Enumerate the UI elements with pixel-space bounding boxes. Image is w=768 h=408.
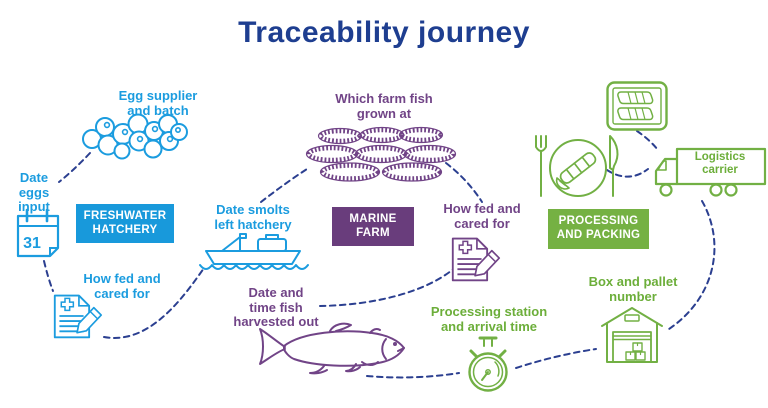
warehouse-icon bbox=[601, 307, 663, 363]
salmon-icon bbox=[259, 322, 405, 375]
plate-cutlery-icon bbox=[535, 135, 619, 197]
stopwatch-icon bbox=[468, 336, 508, 392]
record-document-icon bbox=[53, 294, 103, 339]
egg-cluster-icon bbox=[82, 113, 188, 160]
calendar-icon: 31 bbox=[16, 208, 60, 258]
record-document-icon bbox=[451, 237, 501, 282]
page-title: Traceability journey bbox=[238, 16, 530, 49]
boat-icon bbox=[199, 233, 309, 270]
svg-text:31: 31 bbox=[23, 235, 41, 252]
fillet-package-icon bbox=[606, 81, 668, 131]
fish-pens-icon bbox=[305, 126, 457, 182]
truck-icon bbox=[654, 147, 767, 197]
